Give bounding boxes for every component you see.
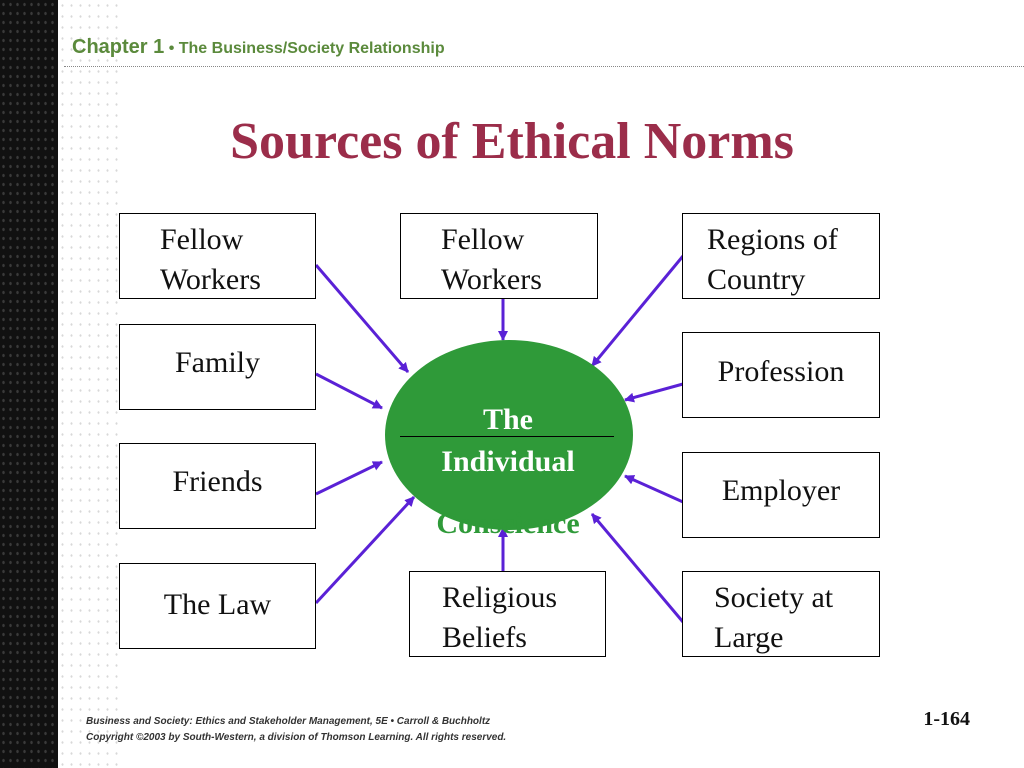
chapter-header: Chapter 1 • The Business/Society Relatio…	[72, 36, 445, 59]
film-strip-border	[0, 0, 58, 768]
arrow-the-law	[314, 495, 416, 605]
source-label: Regions of	[707, 223, 838, 256]
arrow-profession	[624, 382, 684, 403]
arrow-friends	[315, 460, 383, 496]
source-box-society-at-large: Society at Large	[682, 571, 880, 657]
source-box-profession: Profession	[682, 332, 880, 418]
source-label: Country	[707, 263, 806, 296]
source-box-employer: Employer	[682, 452, 880, 538]
individual-conscience-oval	[385, 340, 633, 530]
source-label: Fellow	[160, 223, 244, 256]
footer-book-title: Business and Society: Ethics and Stakeho…	[86, 716, 491, 727]
arrow-family	[315, 372, 383, 410]
center-label-the: The	[482, 403, 533, 436]
source-label: Employer	[721, 474, 841, 507]
source-label: Fellow	[441, 223, 525, 256]
header-divider	[64, 66, 1024, 67]
chapter-subtitle: • The Business/Society Relationship	[164, 40, 445, 57]
source-box-family: Family	[119, 324, 316, 410]
arrow-employer	[624, 474, 684, 504]
center-label-conscience: Conscience	[436, 507, 580, 540]
chapter-label: Chapter 1	[72, 36, 165, 58]
source-label: Religious	[442, 581, 558, 614]
source-label: Profession	[717, 355, 845, 388]
source-box-religious-beliefs: Religious Beliefs	[409, 571, 606, 657]
source-label: Beliefs	[442, 621, 527, 654]
film-strip-texture	[58, 0, 118, 768]
center-underline	[400, 436, 614, 437]
arrow-top-left	[314, 264, 410, 373]
source-label: Family	[174, 346, 260, 379]
arrow-top-right	[590, 255, 685, 367]
source-label: Society at	[714, 581, 834, 614]
source-box-fellow-workers-center: Fellow Workers	[400, 213, 598, 299]
source-label: Large	[714, 621, 784, 654]
slide-number: 1-164	[923, 708, 970, 730]
source-box-friends: Friends	[119, 443, 316, 529]
slide-title: Sources of Ethical Norms	[230, 113, 794, 170]
source-box-fellow-workers-left: Fellow Workers	[119, 213, 316, 299]
source-label: Workers	[160, 263, 261, 296]
source-label: The Law	[163, 588, 272, 621]
source-label: Friends	[172, 465, 263, 498]
arrow-society	[590, 513, 685, 623]
source-label: Workers	[441, 263, 542, 296]
source-box-the-law: The Law	[119, 563, 316, 649]
source-box-regions-of-country: Regions of Country	[682, 213, 880, 299]
center-label-individual: Individual	[441, 445, 575, 478]
footer-copyright: Copyright ©2003 by South-Western, a divi…	[86, 732, 507, 743]
